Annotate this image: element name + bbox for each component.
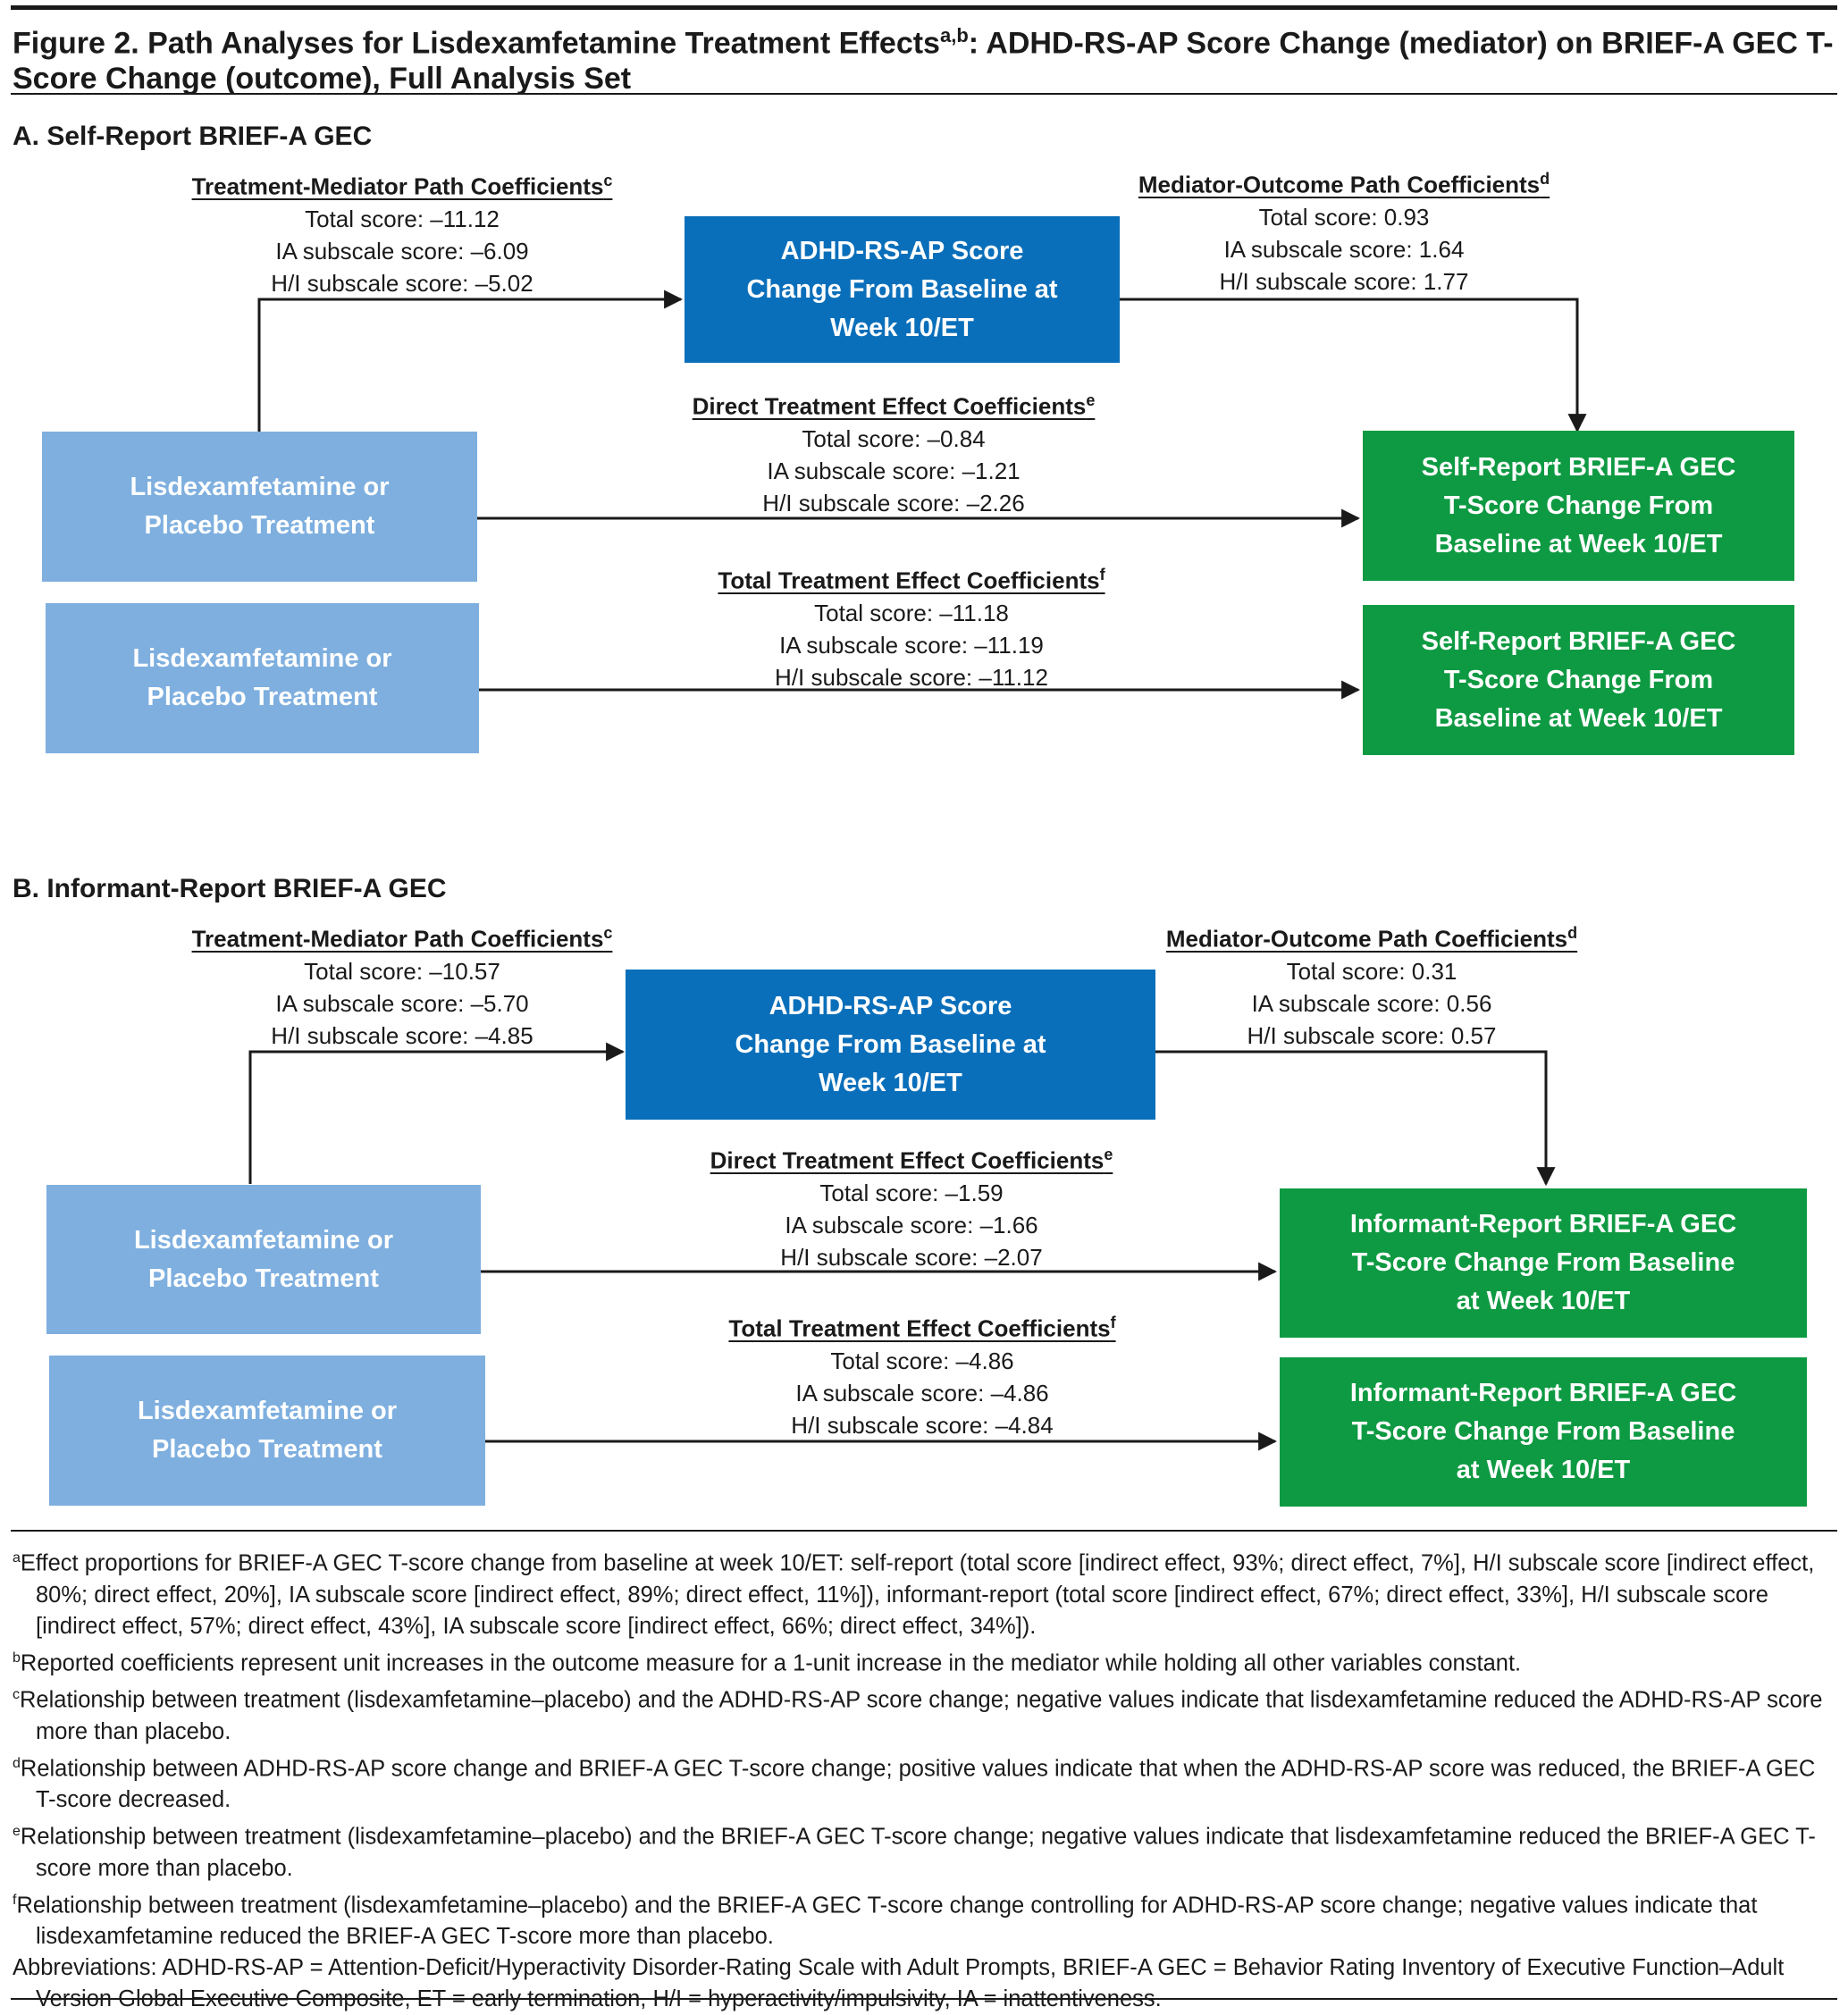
bottom-rule xyxy=(11,1998,1837,2000)
coef-total: Total score: –4.86 xyxy=(830,1347,1014,1374)
a-treatment-to-mediator-arrow xyxy=(257,290,684,432)
footnote-c: cRelationship between treatment (lisdexa… xyxy=(13,1687,1823,1744)
a-treatment-box-1: Lisdexamfetamine or Placebo Treatment xyxy=(42,432,477,582)
a-treatment-box-2: Lisdexamfetamine or Placebo Treatment xyxy=(46,603,479,753)
coef-ia: IA subscale score: 0.56 xyxy=(1251,989,1492,1017)
coef-header: Direct Treatment Effect Coefficientse xyxy=(710,1146,1113,1174)
top-rule xyxy=(11,5,1837,10)
coef-header: Total Treatment Effect Coefficientsf xyxy=(728,1314,1116,1342)
b-direct-effect-coefficients: Direct Treatment Effect Coefficientse To… xyxy=(643,1138,1180,1273)
coef-ia: IA subscale score: 1.64 xyxy=(1223,235,1465,263)
figure-title: Figure 2. Path Analyses for Lisdexamfeta… xyxy=(13,24,1834,97)
coef-total: Total score: –10.57 xyxy=(304,957,500,985)
coef-total: Total score: –11.18 xyxy=(814,599,1009,626)
footnote-f: fRelationship between treatment (lisdexa… xyxy=(13,1892,1758,1950)
coef-hi: H/I subscale score: –4.84 xyxy=(791,1411,1054,1439)
footnote-rule xyxy=(11,1530,1837,1532)
b-treatment-mediator-coefficients: Treatment-Mediator Path Coefficientsc To… xyxy=(134,917,670,1052)
coef-ia: IA subscale score: –11.19 xyxy=(779,631,1044,659)
b-treatment-to-mediator-arrow xyxy=(248,1042,626,1184)
coef-ia: IA subscale score: –6.09 xyxy=(275,237,529,264)
a-mediator-to-outcome-arrow xyxy=(1120,298,1587,433)
a-treatment-mediator-coefficients: Treatment-Mediator Path Coefficientsc To… xyxy=(134,164,670,299)
coef-total: Total score: –0.84 xyxy=(802,424,986,452)
coef-hi: H/I subscale score: 1.77 xyxy=(1219,267,1469,295)
coef-hi: H/I subscale score: –11.12 xyxy=(775,663,1048,691)
b-total-effect-coefficients: Total Treatment Effect Coefficientsf Tot… xyxy=(654,1306,1190,1441)
b-mediator-to-outcome-arrow xyxy=(1155,1050,1556,1187)
coef-header: Direct Treatment Effect Coefficientse xyxy=(692,391,1096,420)
coef-ia: IA subscale score: –1.66 xyxy=(785,1211,1038,1238)
a-direct-effect-coefficients: Direct Treatment Effect Coefficientse To… xyxy=(626,384,1162,519)
coef-total: Total score: –1.59 xyxy=(819,1179,1004,1206)
footnote-b: bReported coefficients represent unit in… xyxy=(13,1650,1522,1676)
a-mediator-outcome-coefficients: Mediator-Outcome Path Coefficientsd Tota… xyxy=(1094,163,1594,298)
coef-total: Total score: 0.93 xyxy=(1258,203,1430,231)
a-mediator-box: ADHD-RS-AP Score Change From Baseline at… xyxy=(685,216,1120,363)
coef-header: Mediator-Outcome Path Coefficientsd xyxy=(1138,170,1550,198)
coef-hi: H/I subscale score: –2.26 xyxy=(762,489,1025,516)
title-footnote-marks: a,b xyxy=(939,24,969,46)
coef-header: Treatment-Mediator Path Coefficientsc xyxy=(191,924,613,953)
coef-header: Mediator-Outcome Path Coefficientsd xyxy=(1165,924,1578,953)
a-total-effect-coefficients: Total Treatment Effect Coefficientsf Tot… xyxy=(643,558,1180,693)
coef-hi: H/I subscale score: –5.02 xyxy=(271,269,533,297)
footnote-e: eRelationship between treatment (lisdexa… xyxy=(13,1824,1816,1881)
coef-hi: H/I subscale score: 0.57 xyxy=(1247,1021,1497,1049)
footnote-a: aEffect proportions for BRIEF-A GEC T-sc… xyxy=(13,1550,1815,1639)
panel-a-heading: A. Self-Report BRIEF-A GEC xyxy=(13,122,373,151)
footnote-d: dRelationship between ADHD-RS-AP score c… xyxy=(13,1755,1816,1813)
coef-ia: IA subscale score: –4.86 xyxy=(795,1379,1049,1406)
panel-b-heading: B. Informant-Report BRIEF-A GEC xyxy=(13,874,447,903)
b-outcome-box-2: Informant-Report BRIEF-A GEC T-Score Cha… xyxy=(1280,1357,1807,1507)
footnotes: aEffect proportions for BRIEF-A GEC T-sc… xyxy=(13,1542,1835,2015)
coef-hi: H/I subscale score: –2.07 xyxy=(780,1243,1043,1271)
coef-total: Total score: –11.12 xyxy=(305,205,500,232)
coef-ia: IA subscale score: –5.70 xyxy=(275,989,529,1017)
b-mediator-box: ADHD-RS-AP Score Change From Baseline at… xyxy=(626,970,1155,1120)
coef-header: Treatment-Mediator Path Coefficientsc xyxy=(191,172,613,200)
a-outcome-box-2: Self-Report BRIEF-A GEC T-Score Change F… xyxy=(1363,605,1794,755)
coef-header: Total Treatment Effect Coefficientsf xyxy=(718,566,1105,594)
title-rule xyxy=(11,93,1837,95)
b-treatment-box-2: Lisdexamfetamine or Placebo Treatment xyxy=(49,1356,485,1506)
b-mediator-outcome-coefficients: Mediator-Outcome Path Coefficientsd Tota… xyxy=(1121,917,1622,1052)
a-outcome-box-1: Self-Report BRIEF-A GEC T-Score Change F… xyxy=(1363,431,1794,581)
coef-ia: IA subscale score: –1.21 xyxy=(767,457,1021,484)
coef-total: Total score: 0.31 xyxy=(1286,957,1457,985)
b-outcome-box-1: Informant-Report BRIEF-A GEC T-Score Cha… xyxy=(1280,1188,1807,1338)
coef-hi: H/I subscale score: –4.85 xyxy=(271,1021,533,1049)
b-treatment-box-1: Lisdexamfetamine or Placebo Treatment xyxy=(46,1185,481,1334)
